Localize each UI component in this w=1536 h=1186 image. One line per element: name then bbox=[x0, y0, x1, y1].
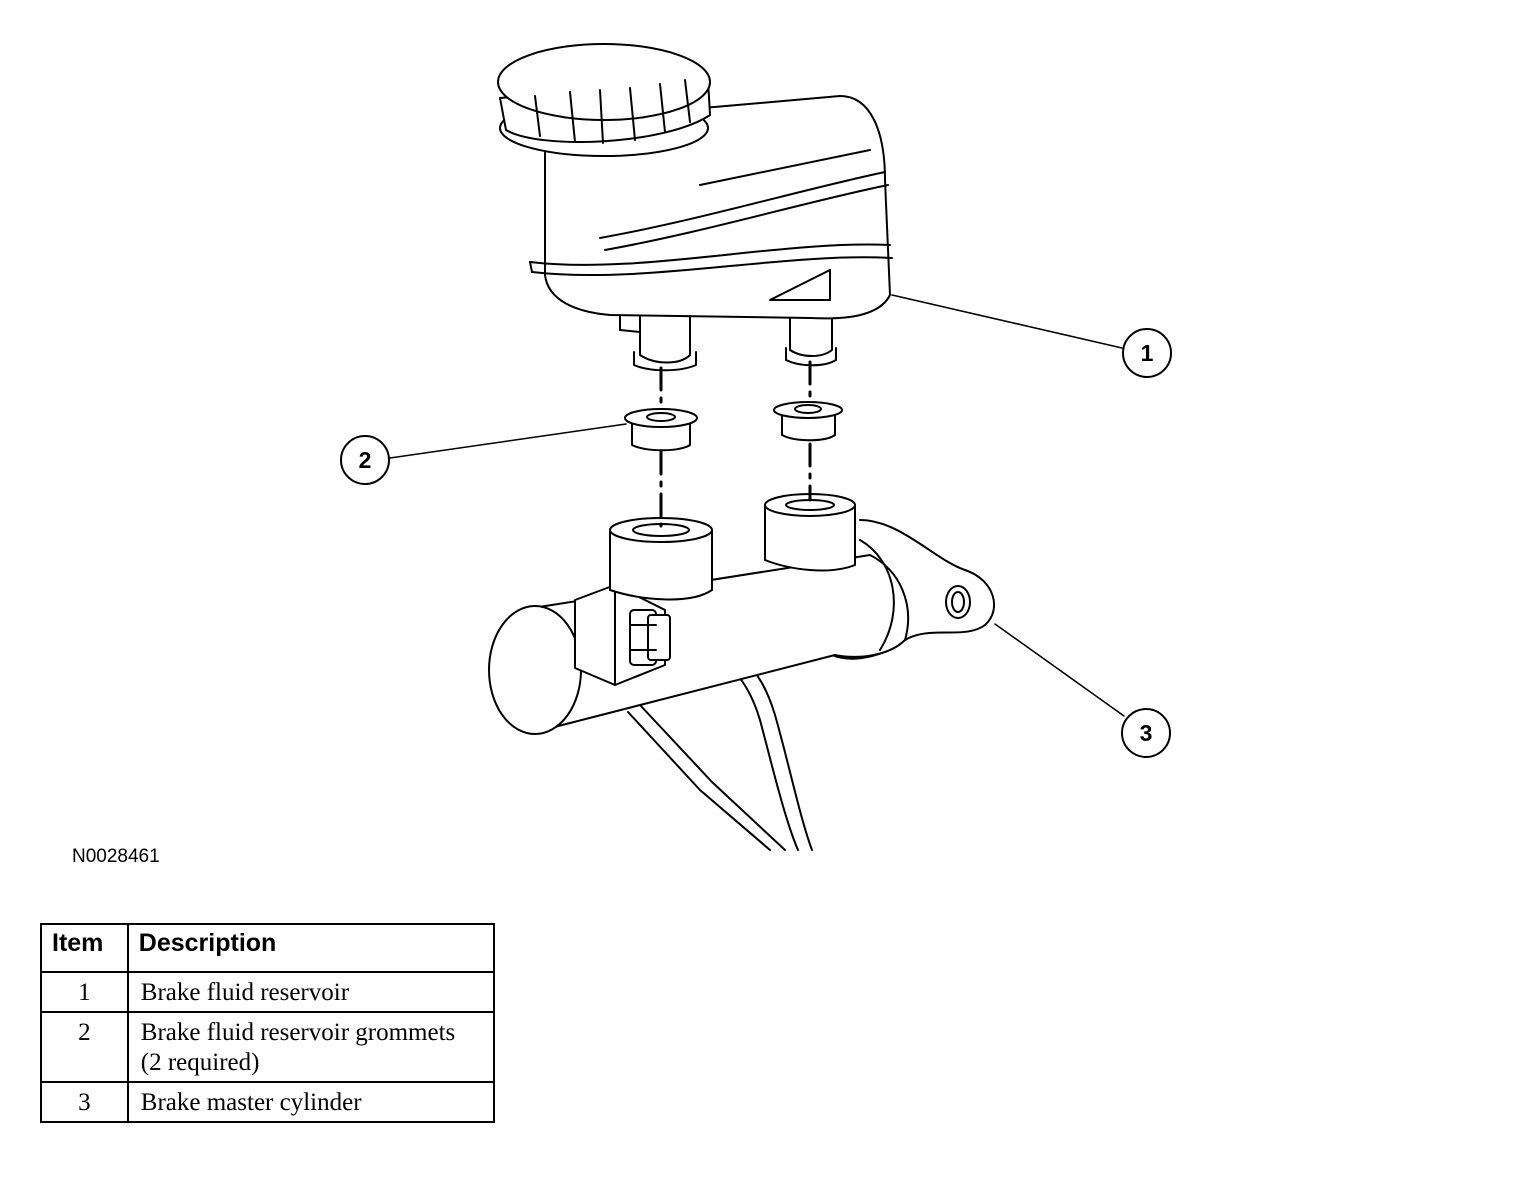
legend-header-item: Item bbox=[40, 923, 129, 973]
table-row: 2 Brake fluid reservoir grommets (2 requ… bbox=[40, 1011, 496, 1083]
legend-table: Item Description 1 Brake fluid reservoir… bbox=[40, 923, 496, 1123]
alignment-lines bbox=[659, 360, 812, 528]
legend-item-description: Brake fluid reservoir grommets (2 requir… bbox=[126, 1011, 496, 1083]
callout-2: 2 bbox=[340, 435, 390, 485]
legend-header-description: Description bbox=[126, 923, 496, 973]
legend-item-number: 1 bbox=[40, 971, 129, 1013]
legend-item-number: 3 bbox=[40, 1081, 129, 1123]
callout-1: 1 bbox=[1122, 328, 1172, 378]
legend-item-description: Brake master cylinder bbox=[126, 1081, 496, 1123]
figure-id: N0028461 bbox=[72, 846, 160, 867]
table-row: 3 Brake master cylinder bbox=[40, 1081, 496, 1123]
grommets bbox=[624, 401, 843, 452]
leader-lines bbox=[389, 294, 1125, 717]
table-row: 1 Brake fluid reservoir bbox=[40, 971, 496, 1013]
master-cylinder bbox=[488, 493, 995, 735]
legend-header-row: Item Description bbox=[40, 923, 496, 973]
legend-item-description: Brake fluid reservoir bbox=[126, 971, 496, 1013]
callout-3-label: 3 bbox=[1140, 720, 1153, 746]
legend-item-number: 2 bbox=[40, 1011, 129, 1083]
brake-master-cylinder-diagram: 1 2 3 bbox=[340, 43, 1172, 851]
callout-2-label: 2 bbox=[359, 447, 372, 473]
fluid-reservoir bbox=[497, 43, 893, 372]
callout-1-label: 1 bbox=[1141, 340, 1154, 366]
callout-3: 3 bbox=[1121, 708, 1171, 758]
